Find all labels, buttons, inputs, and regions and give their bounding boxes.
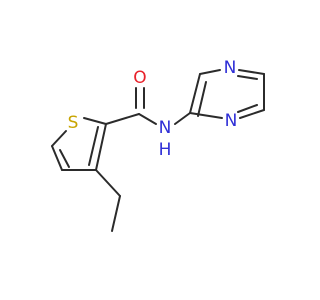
pyrazine-nitrogen-bottom-label: N: [225, 111, 238, 131]
bond-pz-c1-c2-double: [197, 81, 207, 117]
oxygen-atom-label: O: [133, 68, 146, 88]
bond-c5-c4: [51, 145, 63, 171]
bond-pz-n-c1: [189, 112, 223, 119]
structure-diagram: S O N H N N: [51, 58, 265, 232]
atom-labels: S O N H N N: [68, 58, 238, 160]
bond-c3-ch2: [95, 169, 121, 197]
pyrazine-nitrogen-top-label: N: [224, 58, 237, 78]
bond-c3-c2-double: [88, 126, 99, 166]
bond-c2-s: [83, 117, 107, 125]
bond-pz-c4-n: [239, 109, 265, 119]
bond-carbonyl-nitrogen: [138, 113, 157, 125]
sulfur-atom-label: S: [68, 113, 79, 133]
bonds: [51, 69, 265, 232]
bond-c5-c4-double: [59, 149, 70, 168]
bond-pz-c1-c2: [189, 73, 201, 114]
bond-c2-carbonyl: [105, 113, 140, 125]
bond-pz-n-c3-double: [237, 75, 258, 80]
bond-ch2-ch3: [111, 195, 121, 232]
bond-pz-c2-n: [199, 69, 221, 75]
bond-pz-n-c3: [238, 69, 265, 75]
amide-hydrogen-label: H: [159, 140, 172, 160]
bond-pz-c4-n-double: [237, 104, 258, 113]
bond-s-c5: [51, 130, 67, 147]
bond-c3-c2: [95, 123, 107, 171]
bond-nitrogen-pyrazine: [174, 112, 191, 125]
amide-nitrogen-label: N: [159, 118, 172, 138]
